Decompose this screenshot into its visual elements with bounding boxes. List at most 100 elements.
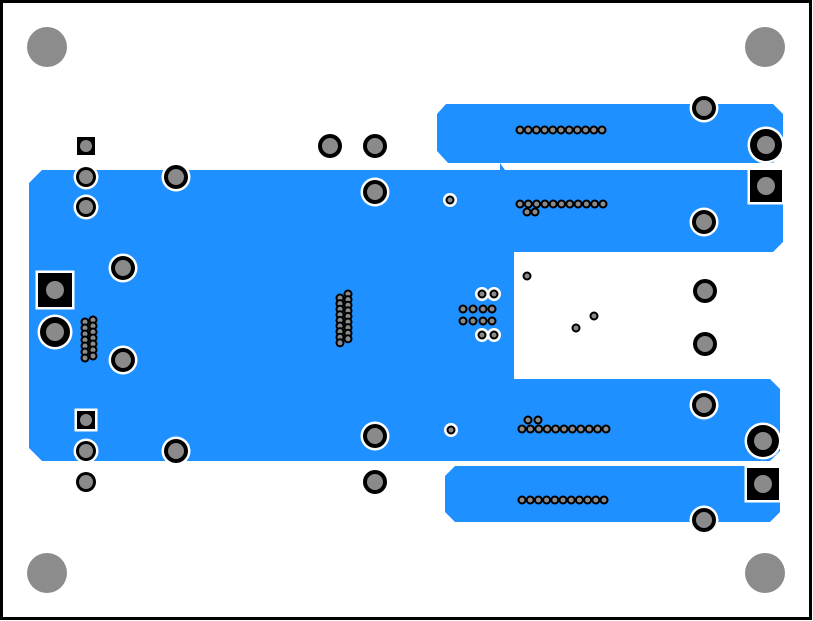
via [487, 304, 497, 314]
via [444, 423, 458, 437]
round-pad [689, 207, 719, 237]
round-pad [744, 422, 782, 460]
via [573, 199, 583, 209]
round-pad [360, 421, 390, 451]
square-pad [77, 137, 95, 155]
mounting-hole [27, 27, 67, 67]
copper-zone-main [29, 163, 783, 461]
via [523, 199, 533, 209]
round-pad [693, 279, 717, 303]
round-pad [747, 126, 785, 164]
via [478, 304, 488, 314]
via [80, 353, 90, 363]
via [515, 125, 525, 135]
via [548, 125, 558, 135]
via [487, 287, 501, 301]
via [443, 193, 457, 207]
via [551, 424, 561, 434]
via [534, 424, 544, 434]
via [583, 495, 593, 505]
via [557, 199, 566, 209]
via [523, 415, 533, 425]
round-pad [37, 314, 73, 350]
via [571, 323, 581, 333]
vias [80, 125, 611, 505]
round-pad [161, 436, 191, 466]
via [591, 495, 601, 505]
round-pad [360, 177, 390, 207]
via [522, 271, 532, 281]
round-pad [76, 472, 96, 492]
via [540, 199, 550, 209]
via [530, 207, 540, 217]
via [523, 125, 533, 135]
round-pad [73, 164, 99, 190]
via [487, 328, 501, 342]
via [517, 495, 527, 505]
via [335, 338, 345, 348]
through-hole-pads [35, 93, 785, 535]
via [574, 495, 584, 505]
round-pad [318, 134, 342, 158]
via [576, 424, 586, 434]
via [533, 495, 543, 505]
round-pad [693, 332, 717, 356]
via [475, 287, 489, 301]
via [593, 424, 603, 434]
mounting-hole [27, 553, 67, 593]
round-pad [108, 345, 138, 375]
via [598, 199, 608, 209]
round-pad [363, 470, 387, 494]
via [565, 199, 575, 209]
via [478, 316, 488, 326]
via [343, 334, 353, 344]
via [517, 424, 527, 434]
round-pad [161, 162, 191, 192]
via [550, 495, 560, 505]
via [468, 316, 478, 326]
round-pad [73, 438, 99, 464]
via [567, 424, 577, 434]
via [566, 495, 576, 505]
via [564, 125, 574, 135]
square-pad [747, 167, 785, 205]
via [599, 495, 609, 505]
via [584, 424, 594, 434]
via [589, 311, 599, 321]
via [468, 304, 478, 314]
via [556, 125, 566, 135]
via [458, 304, 468, 314]
round-pad [689, 505, 719, 535]
via [558, 495, 568, 505]
via [88, 351, 98, 361]
via [572, 125, 582, 135]
via [542, 495, 552, 505]
copper-zone-top-right [437, 104, 783, 163]
via [532, 199, 542, 209]
via [548, 199, 558, 209]
via [533, 415, 543, 425]
via [540, 125, 550, 135]
square-pad [35, 270, 75, 310]
via [542, 424, 552, 434]
via [581, 199, 591, 209]
round-pad [108, 253, 138, 283]
mounting-hole [745, 553, 785, 593]
via [458, 316, 468, 326]
via [590, 199, 600, 209]
mounting-hole [745, 27, 785, 67]
via [515, 199, 525, 209]
via [597, 125, 607, 135]
square-pad [744, 465, 782, 503]
round-pad [689, 93, 719, 123]
via [559, 424, 569, 434]
square-pad [74, 408, 98, 432]
round-pad [73, 194, 99, 220]
round-pad [363, 134, 387, 158]
via [487, 316, 497, 326]
via [531, 125, 541, 135]
via [525, 424, 535, 434]
via [522, 207, 532, 217]
via [589, 125, 599, 135]
